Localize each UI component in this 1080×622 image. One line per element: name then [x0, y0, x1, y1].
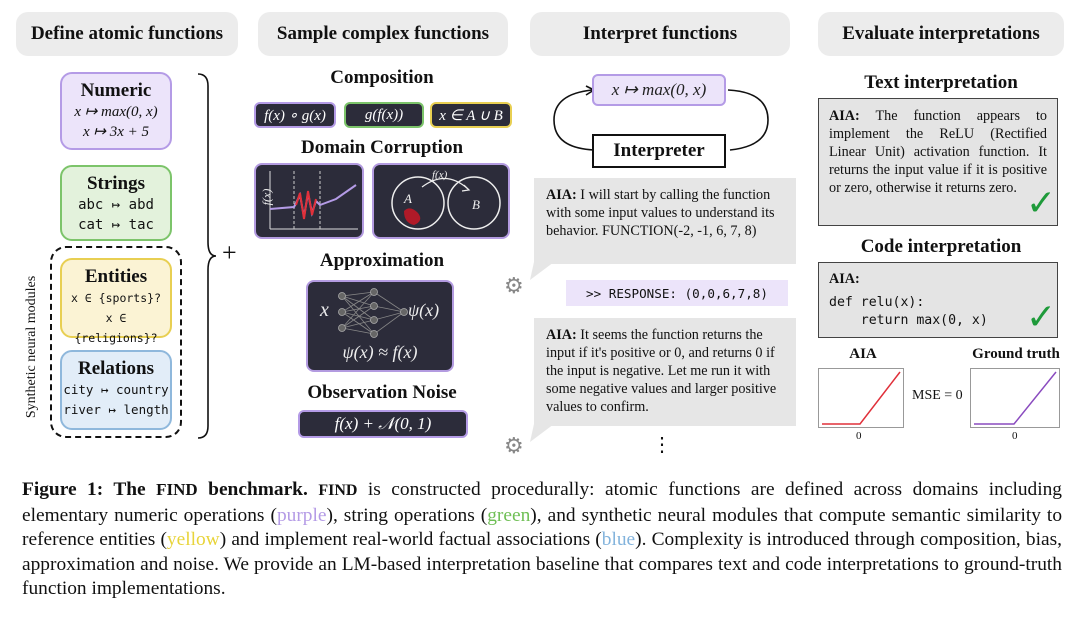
dc-set-a: A [404, 191, 412, 206]
mse-label: MSE = 0 [912, 388, 963, 403]
text-interp-body: The function appears to implement the Re… [829, 108, 1047, 196]
gt-tick-0: 0 [1012, 430, 1018, 442]
check-icon: ✓ [1026, 297, 1057, 338]
caption-find-bold: FIND [156, 480, 198, 499]
entities-line1: x ∈ {sports}? [70, 291, 161, 305]
text-interp-label: AIA: [829, 108, 860, 124]
header-evaluate: Evaluate interpretations [818, 12, 1064, 56]
entities-box: Entities x ∈ {sports}? x ∈ {religions}? [60, 258, 172, 345]
entities-line2: x ∈ {religions}? [74, 311, 158, 345]
strings-title: Strings [86, 173, 146, 194]
dc-set-b: B [472, 197, 480, 212]
relations-title: Relations [78, 358, 154, 379]
domain-corruption-sets: A B f(x) [372, 163, 510, 239]
caption-green: green [487, 504, 531, 526]
header-interpret: Interpret functions [530, 12, 790, 56]
gt-plot-label: Ground truth [972, 346, 1060, 362]
caption-t2: ), string operations ( [326, 504, 488, 526]
approximation-title: Approximation [319, 250, 445, 271]
dc-fx-label: f(x) [259, 188, 274, 206]
text-interp-title: Text interpretation [864, 72, 1018, 93]
figure-caption: Figure 1: The FIND benchmark. FIND is co… [22, 478, 1062, 602]
bubble1-text: I will start by calling the function wit… [546, 187, 775, 239]
header-sample: Sample complex functions [258, 12, 508, 56]
comp-chip-3: x ∈ A ∪ B [430, 102, 512, 128]
bubble2-tail [530, 424, 554, 442]
gt-relu-plot [970, 368, 1060, 428]
code-interp-label: AIA: [829, 271, 860, 287]
strings-box: Strings abc ↦ abd cat ↦ tac [60, 165, 172, 241]
response-box: >> RESPONSE: (0,0,6,7,8) [566, 280, 788, 306]
comp-chip-2: g(f(x)) [344, 102, 424, 128]
caption-blue: blue [601, 529, 636, 550]
text-interp-box: AIA: The function appears to implement t… [818, 98, 1058, 226]
approx-x: x [320, 299, 329, 321]
code-line-2: return max(0, x) [829, 313, 988, 328]
code-line-1: def relu(x): [829, 295, 925, 310]
comp-chip-1: f(x) ∘ g(x) [254, 102, 336, 128]
numeric-line1: x ↦ max(0, x) [74, 104, 158, 120]
strings-line1: abc ↦ abd [78, 197, 154, 213]
caption-t4: ) and implement real-world factual assoc… [219, 529, 602, 550]
code-interp-title: Code interpretation [860, 236, 1022, 257]
dc-arrow-label: f(x) [432, 169, 448, 181]
curly-brace [197, 73, 217, 439]
aia-bubble-1: AIA: I will start by calling the functio… [534, 178, 796, 264]
caption-benchmark: benchmark. [197, 479, 308, 500]
caption-t5: ). Complexity is introduced through comp… [22, 529, 1062, 599]
caption-find-inline: FIND [318, 482, 358, 499]
relations-box: Relations city ↦ country river ↦ length [60, 350, 172, 430]
numeric-title: Numeric [80, 80, 152, 101]
noise-expression: f(x) + 𝒩(0, 1) [298, 410, 468, 438]
relations-line1: city ↦ country [63, 382, 169, 397]
relations-line2: river ↦ length [63, 402, 169, 417]
caption-t3: ), and synthetic neural modules that com… [22, 504, 1063, 551]
synthetic-modules-group [50, 246, 182, 438]
caption-fig-label: Figure 1: The [22, 479, 157, 500]
aia-bubble-2: AIA: It seems the function returns the i… [534, 318, 796, 426]
numeric-box: Numeric x ↦ max(0, x) x ↦ 3x + 5 [60, 72, 172, 150]
gear-icon: ⚙ [504, 434, 524, 459]
strings-line2: cat ↦ tac [78, 217, 154, 233]
approximation-box: x ψ(x) ψ(x) ≈ f(x) [306, 280, 454, 372]
aia-relu-plot [818, 368, 904, 428]
caption-purple: purple [276, 504, 327, 526]
aia-plot-label: AIA [849, 346, 877, 362]
bubble2-text: It seems the function returns the input … [546, 327, 777, 415]
function-box: x ↦ max(0, x) [592, 74, 726, 106]
approx-equation: ψ(x) ≈ f(x) [342, 342, 418, 362]
code-interp-box: AIA: def relu(x): return max(0, x) [818, 262, 1058, 338]
interpreter-box: Interpreter [592, 134, 726, 168]
gear-icon: ⚙ [504, 274, 524, 299]
numeric-line2: x ↦ 3x + 5 [82, 124, 149, 140]
domain-corruption-title: Domain Corruption [300, 137, 464, 158]
bubble2-label: AIA: [546, 327, 577, 343]
header-define: Define atomic functions [16, 12, 238, 56]
composition-title: Composition [330, 67, 434, 88]
check-icon: ✓ [1026, 183, 1057, 224]
bubble1-tail [530, 262, 554, 280]
bubble1-label: AIA: [546, 187, 577, 203]
synthetic-modules-label: Synthetic neural modules [24, 275, 39, 419]
entities-title: Entities [84, 266, 148, 287]
caption-yellow: yellow [166, 529, 220, 550]
noise-title: Observation Noise [307, 382, 457, 403]
aia-tick-0: 0 [856, 430, 862, 442]
approx-psi: ψ(x) [408, 300, 440, 320]
ellipsis: ⋮ [652, 434, 672, 456]
domain-corruption-plot: f(x) [254, 163, 364, 239]
plus-sign: + [222, 238, 237, 267]
caption-t1: is constructed procedurally: atomic func… [22, 479, 1062, 526]
